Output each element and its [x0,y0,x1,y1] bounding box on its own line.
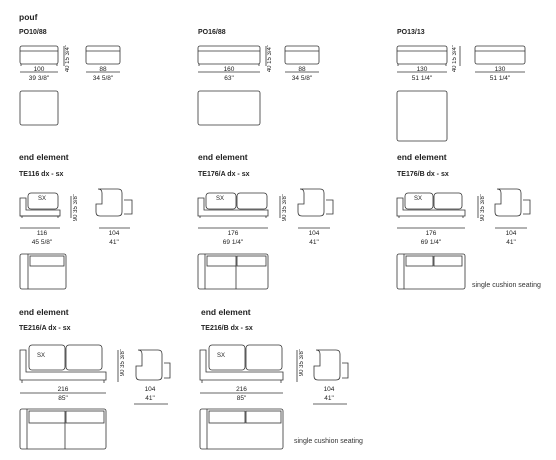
sofa-front-view [19,349,107,381]
pouf-top-view [396,90,448,142]
pouf1-height-label: 40 15 3/4" [65,45,71,73]
pouf-front-view [197,45,261,65]
length-cm: 176 [425,230,437,237]
section-title-end-element: end element [397,152,447,162]
pouf-po13-13-drawing [396,45,526,142]
seat-side-label: SX [216,196,225,202]
sofa-front-view [199,349,284,381]
sofa-front-view [197,197,269,217]
end-element-te176a-drawing [197,188,334,290]
single-cushion-note: single cushion seating [472,282,541,289]
pouf1-depth-in: 34 5/8" [92,75,114,82]
length-in: 69 1/4" [420,239,442,246]
depth-cm: 104 [505,230,517,237]
length-in: 45 5/8" [31,239,53,246]
depth-cm: 104 [144,386,156,393]
sofa-side-view [313,349,341,381]
depth-in: 41" [506,239,516,246]
pouf-front-view [396,45,448,65]
sofa-side-view [494,188,522,217]
depth-in: 41" [309,239,319,246]
depth-cm: 104 [308,230,320,237]
pouf2-height-label: 40 15 3/4" [267,45,273,73]
height-label: 90 35 3/8" [299,349,305,377]
sofa-side-view [135,349,163,381]
section-title-end-element: end element [198,152,248,162]
pouf-code-po16-88: PO16/88 [198,29,226,36]
pouf-code-po13-13: PO13/13 [397,29,425,36]
seat-side-label: SX [217,353,226,359]
length-cm: 176 [227,230,239,237]
end-element-te116-drawing [19,188,133,290]
pouf2-depth-cm: 88 [298,66,306,73]
height-label: 90 35 3/8" [282,194,288,222]
pouf-side-view [284,45,320,65]
pouf-po16-88-drawing [197,45,320,126]
length-in: 85" [236,395,247,402]
end-element-te216a-drawing [19,344,171,450]
length-cm: 216 [57,386,69,393]
sofa-top-view [396,253,466,290]
sofa-side-view [297,188,325,217]
single-cushion-note: single cushion seating [294,438,363,445]
depth-in: 41" [145,395,155,402]
pouf-top-view [19,90,59,126]
end-element-code: TE176/B dx - sx [397,171,449,178]
pouf1-length-cm: 100 [33,66,45,73]
seat-side-label: SX [414,196,423,202]
pouf1-length-in: 39 3/8" [28,75,50,82]
pouf3-length-in: 51 1/4" [411,75,433,82]
sofa-top-view [19,253,67,290]
pouf-top-view [197,90,261,126]
pouf3-depth-in: 51 1/4" [489,75,511,82]
section-title-end-element: end element [19,307,69,317]
height-label: 90 35 3/8" [120,349,126,377]
end-element-code: TE216/B dx - sx [201,325,253,332]
length-in: 69 1/4" [222,239,244,246]
sofa-front-view [396,197,466,217]
section-title-pouf: pouf [19,12,38,22]
sofa-top-view [19,408,107,450]
sofa-top-view [197,253,269,290]
pouf-front-view [19,45,59,65]
end-element-code: TE116 dx - sx [19,171,64,178]
end-element-code: TE216/A dx - sx [19,325,71,332]
length-cm: 216 [236,386,247,393]
pouf3-length-cm: 130 [416,66,428,73]
pouf3-height-label: 40 15 3/4" [452,45,458,73]
pouf-side-view [85,45,121,65]
pouf-side-view [474,45,526,65]
depth-cm: 104 [108,230,120,237]
section-title-end-element: end element [19,152,69,162]
end-element-te176b-drawing [396,188,531,290]
end-element-te216b-drawing [199,344,349,450]
sofa-side-view [95,188,123,217]
pouf2-depth-in: 34 5/8" [291,75,313,82]
depth-in: 41" [324,395,334,402]
pouf-po10-88-drawing [19,45,121,126]
pouf2-length-cm: 160 [223,66,235,73]
length-cm: 116 [36,230,48,237]
pouf-code-po10-88: PO10/88 [19,29,47,36]
seat-side-label: SX [37,353,46,359]
height-label: 90 35 3/8" [480,194,486,222]
pouf1-depth-cm: 88 [99,66,107,73]
length-in: 85" [58,395,68,402]
end-element-code: TE176/A dx - sx [198,171,250,178]
pouf2-length-in: 63" [224,75,234,82]
depth-cm: 104 [323,386,335,393]
height-label: 90 35 3/8" [73,194,79,222]
section-title-end-element: end element [201,307,251,317]
sofa-top-view [199,408,284,450]
depth-in: 41" [109,239,119,246]
seat-side-label: SX [38,196,47,202]
pouf3-depth-cm: 130 [494,66,506,73]
